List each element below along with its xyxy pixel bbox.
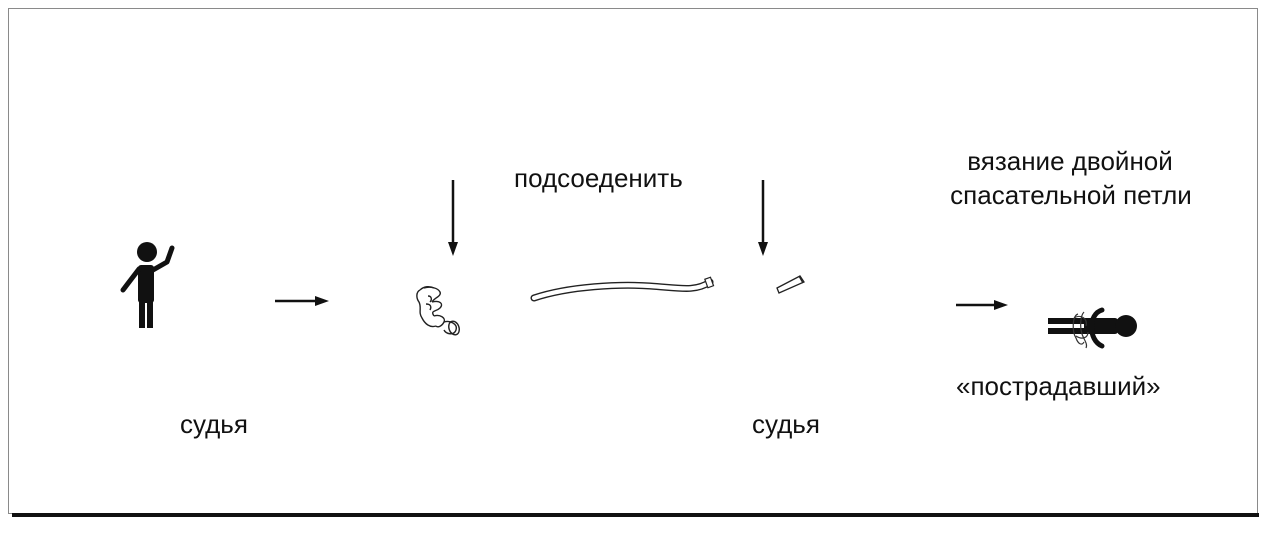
arrow-icon (275, 296, 329, 306)
lying-victim-icon (1048, 307, 1137, 349)
nozzle-icon (776, 275, 805, 294)
connect-label: подсоеденить (514, 163, 683, 193)
judge-label-left: судья (180, 409, 248, 439)
judge-label-right: судья (752, 409, 820, 439)
victim-label: «пострадавший» (956, 371, 1161, 401)
down-arrow-icon (448, 180, 458, 256)
diagram-frame (8, 8, 1258, 514)
knot-label-line2: спасательной петли (950, 180, 1192, 210)
bottom-rule (12, 513, 1259, 517)
coiled-hose-icon (416, 285, 460, 336)
hose-line-icon (530, 276, 715, 302)
person-waving-icon (120, 242, 175, 328)
knot-label-line1: вязание двойной (967, 146, 1173, 176)
arrow-icon (956, 300, 1008, 310)
down-arrow-icon (758, 180, 768, 256)
